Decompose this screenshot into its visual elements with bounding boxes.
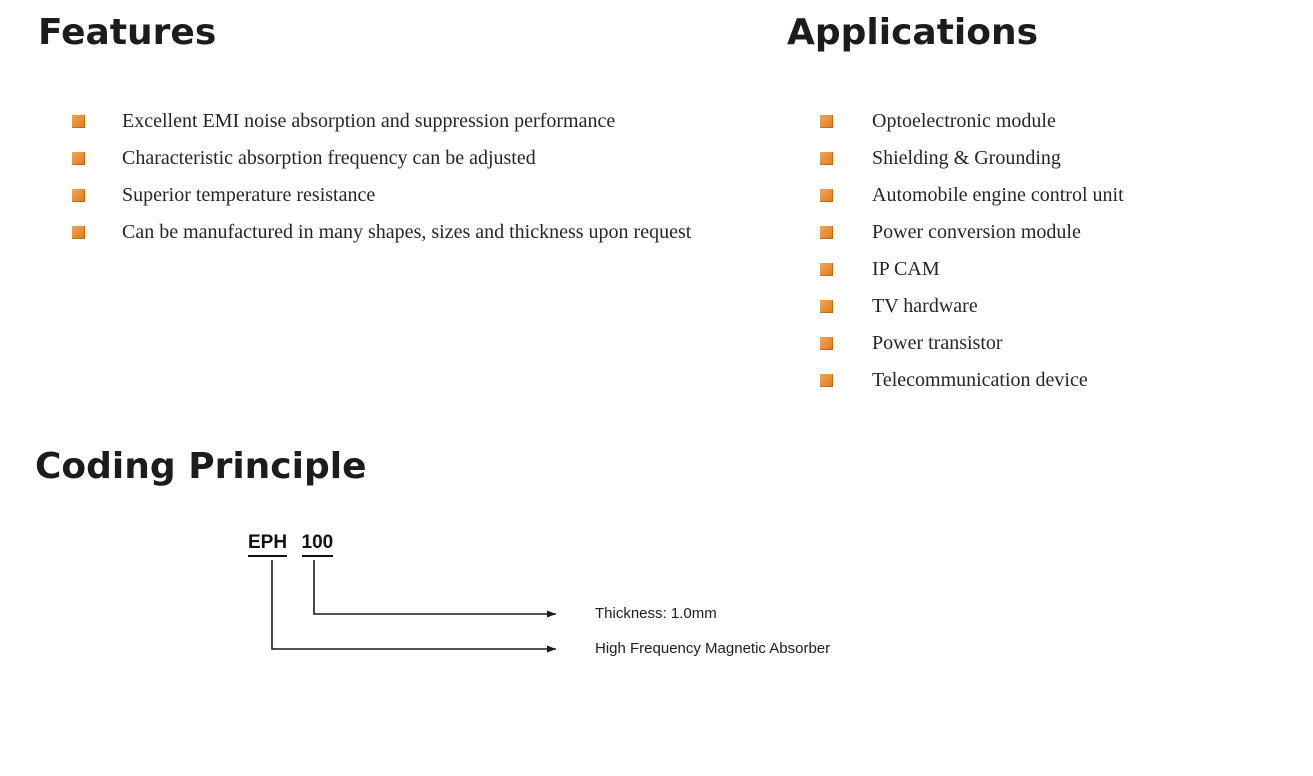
bullet-square-icon (72, 226, 85, 239)
absorber-label: High Frequency Magnetic Absorber (595, 640, 831, 657)
application-item: TV hardware (820, 288, 1240, 325)
feature-item: Excellent EMI noise absorption and suppr… (72, 103, 744, 140)
feature-text: Superior temperature resistance (122, 184, 376, 206)
bullet-square-icon (72, 115, 85, 128)
bullet-square-icon (820, 189, 833, 202)
code-number: 100 (301, 532, 334, 557)
application-text: Optoelectronic module (872, 110, 1056, 132)
application-text: TV hardware (872, 295, 978, 317)
bullet-square-icon (820, 152, 833, 165)
application-item: Shielding & Grounding (820, 140, 1240, 177)
diagram-arrow-lines (271, 560, 556, 653)
application-item: Automobile engine control unit (820, 177, 1240, 214)
feature-item: Can be manufactured in many shapes, size… (72, 214, 744, 251)
application-text: Shielding & Grounding (872, 147, 1061, 169)
features-title: Features (38, 12, 217, 53)
thickness-label: Thickness: 1.0mm (595, 605, 717, 622)
bullet-square-icon (820, 300, 833, 313)
feature-text: Characteristic absorption frequency can … (122, 147, 536, 169)
application-text: IP CAM (872, 258, 940, 280)
application-item: Power conversion module (820, 214, 1240, 251)
applications-title: Applications (787, 12, 1039, 53)
code-prefix: EPH (248, 532, 288, 557)
features-list: Excellent EMI noise absorption and suppr… (72, 103, 744, 251)
application-item: Telecommunication device (820, 362, 1240, 399)
absorber-arrow-line (271, 560, 556, 653)
application-item: IP CAM (820, 251, 1240, 288)
bullet-square-icon (820, 263, 833, 276)
application-text: Automobile engine control unit (872, 184, 1124, 206)
bullet-square-icon (820, 374, 833, 387)
feature-item: Characteristic absorption frequency can … (72, 140, 744, 177)
application-item: Power transistor (820, 325, 1240, 362)
bullet-square-icon (72, 189, 85, 202)
application-text: Telecommunication device (872, 369, 1088, 391)
thickness-arrow-line (313, 560, 556, 618)
application-text: Power conversion module (872, 221, 1081, 243)
bullet-square-icon (72, 152, 85, 165)
application-item: Optoelectronic module (820, 103, 1240, 140)
feature-text: Can be manufactured in many shapes, size… (122, 221, 692, 243)
application-text: Power transistor (872, 332, 1003, 354)
coding-principle-title: Coding Principle (35, 446, 367, 487)
code-label: EPH 100 (248, 532, 334, 557)
applications-list: Optoelectronic module Shielding & Ground… (820, 103, 1240, 399)
feature-item: Superior temperature resistance (72, 177, 744, 214)
bullet-square-icon (820, 337, 833, 350)
feature-text: Excellent EMI noise absorption and suppr… (122, 110, 616, 132)
coding-principle-diagram: EPH 100 Thickness: 1.0mm High Frequency … (0, 520, 1000, 700)
bullet-square-icon (820, 226, 833, 239)
bullet-square-icon (820, 115, 833, 128)
